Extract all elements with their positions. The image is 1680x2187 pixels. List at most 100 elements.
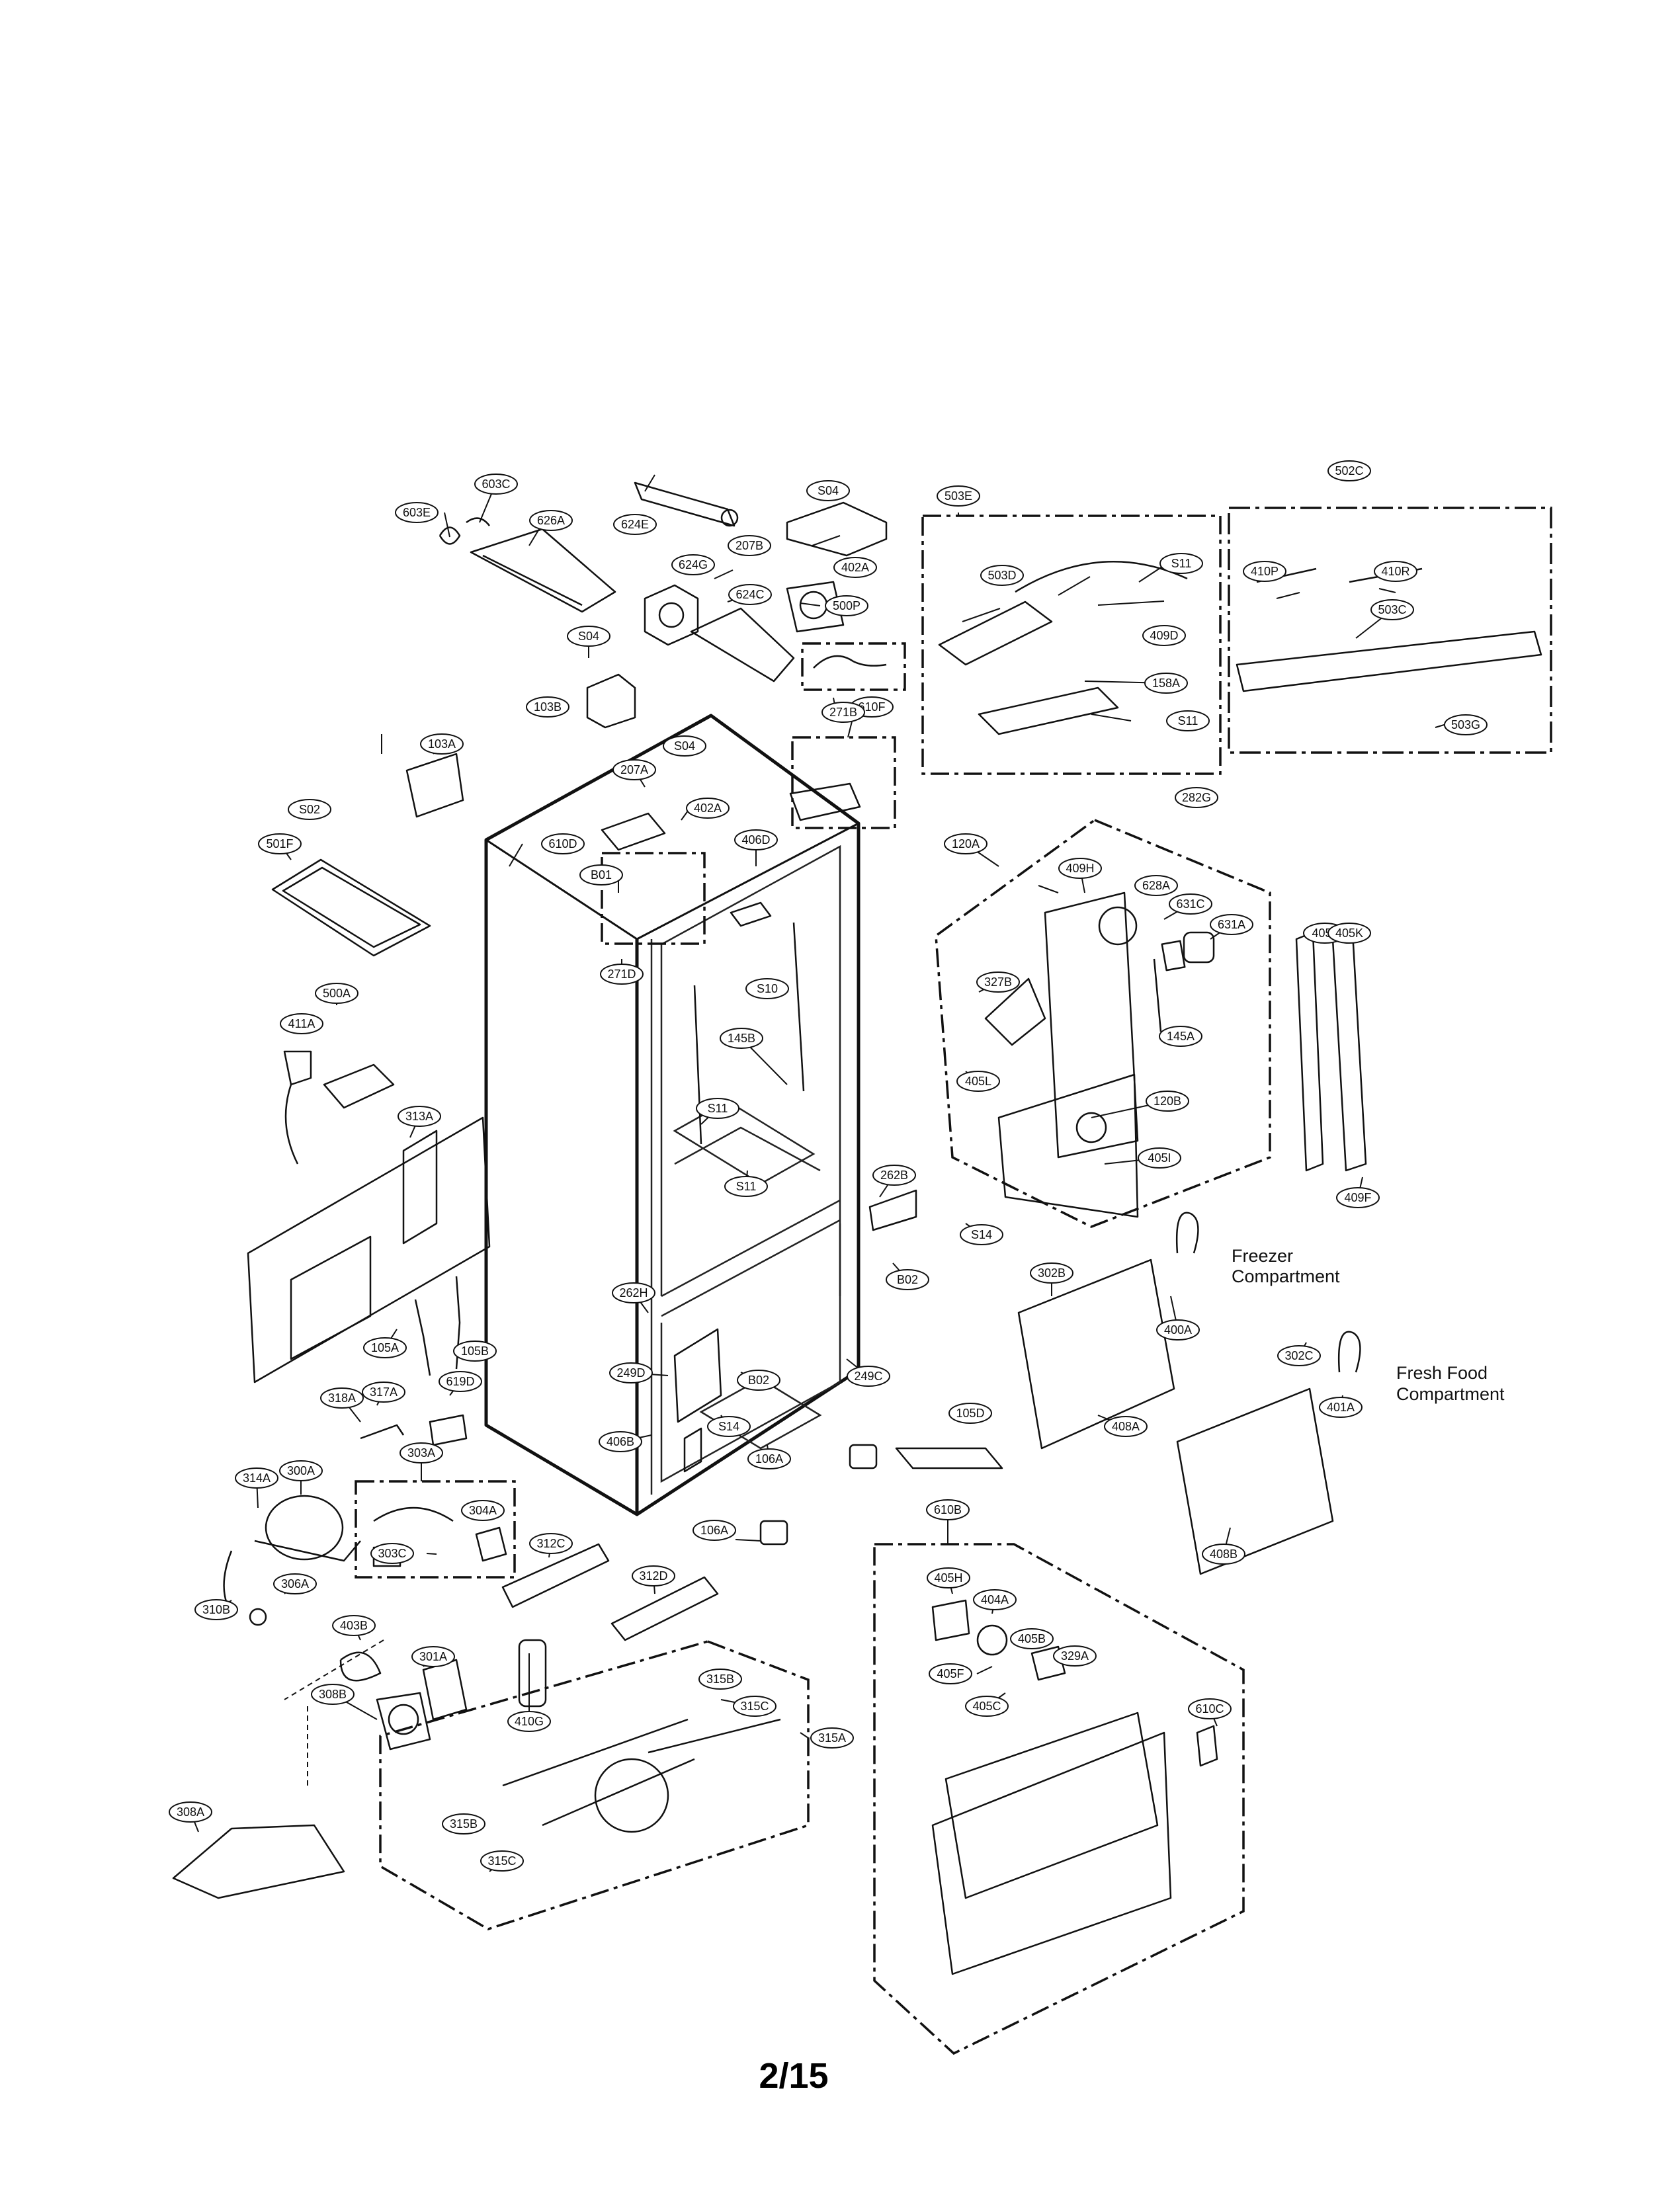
label-oval (320, 1387, 364, 1409)
label-oval (1138, 1147, 1181, 1169)
label-text: 308A (177, 1805, 204, 1819)
part-label-b01: B01 (579, 864, 623, 886)
label-oval (567, 626, 610, 647)
label-text: B01 (591, 868, 612, 882)
label-text: S10 (757, 982, 778, 995)
label-text: S02 (299, 803, 320, 816)
label-oval (737, 1370, 780, 1391)
label-text: 304A (469, 1504, 497, 1517)
label-oval (825, 595, 868, 616)
group-box-303A (355, 1480, 516, 1579)
label-oval (720, 1028, 763, 1049)
label-text: 249D (616, 1366, 645, 1380)
part-label-308b: 308B (311, 1684, 355, 1705)
label-oval (1188, 1698, 1232, 1719)
label-oval (395, 502, 439, 523)
part-label-406b: 406B (599, 1431, 642, 1452)
label-oval (280, 1013, 323, 1034)
label-text: 624G (679, 558, 708, 571)
part-label-503g: 503G (1444, 714, 1488, 735)
label-oval (363, 1337, 407, 1358)
label-text: 318A (328, 1391, 356, 1405)
part-label-610c: 610C (1188, 1698, 1232, 1719)
part-label-610b: 610B (926, 1499, 970, 1520)
label-text: 603C (482, 477, 510, 491)
label-text: 262B (880, 1169, 908, 1182)
part-label-619d: 619D (439, 1371, 482, 1392)
part-label-262b: 262B (872, 1165, 916, 1186)
label-text: 410R (1381, 565, 1409, 578)
label-text: 405K (1335, 927, 1363, 940)
label-oval (258, 833, 302, 854)
label-text: 105A (371, 1341, 399, 1354)
label-oval (671, 554, 715, 575)
label-oval (609, 1362, 653, 1383)
part-label-405k: 405K (1327, 923, 1371, 944)
label-oval (696, 1098, 739, 1119)
label-text: 406D (741, 833, 770, 846)
label-text: 500P (833, 599, 861, 612)
part-label-315a: 315A (810, 1727, 854, 1749)
label-oval (1166, 710, 1210, 731)
label-oval (612, 1282, 655, 1303)
part-label-408a: 408A (1104, 1416, 1148, 1437)
label-text: 105B (461, 1344, 489, 1358)
label-text: 402A (841, 561, 869, 574)
label-oval (411, 1646, 455, 1667)
label-text: 145A (1167, 1030, 1195, 1043)
label-oval (1277, 1345, 1321, 1366)
label-oval (1146, 1091, 1189, 1112)
compartment-captions: Freezer Compartment Fresh Food Compartme… (1232, 1246, 1505, 1404)
part-label-302b: 302B (1030, 1262, 1073, 1284)
label-oval (1053, 1645, 1097, 1667)
label-oval (507, 1711, 551, 1732)
label-text: 327B (984, 975, 1012, 989)
label-text: 271D (607, 968, 636, 981)
part-label-624c: 624C (728, 584, 772, 605)
group-box-502C (1228, 507, 1552, 754)
label-text: 603E (403, 506, 431, 519)
label-text: 315B (450, 1817, 478, 1831)
caption-fresh-food-compartment: Compartment (1396, 1384, 1505, 1404)
label-oval (612, 759, 656, 780)
label-text: 207A (620, 763, 648, 776)
group-box-120A (935, 819, 1271, 1228)
part-label-403b: 403B (332, 1615, 376, 1636)
label-oval (453, 1341, 497, 1362)
label-oval (1159, 1026, 1202, 1047)
group-box-610F (801, 642, 906, 691)
label-text: 405B (1018, 1632, 1046, 1645)
part-label-603c: 603C (474, 474, 518, 495)
label-oval (698, 1669, 742, 1690)
part-label-103a: 103A (420, 733, 464, 755)
label-oval (707, 1416, 751, 1437)
label-text: 405L (965, 1075, 991, 1088)
label-text: B02 (748, 1374, 769, 1387)
label-text: 312D (639, 1569, 667, 1583)
label-oval (362, 1382, 405, 1403)
label-oval (529, 510, 573, 531)
label-oval (1210, 914, 1253, 935)
part-label-s11: S11 (724, 1176, 768, 1197)
label-oval (693, 1520, 736, 1541)
label-oval (724, 1176, 768, 1197)
label-text: 501F (266, 837, 293, 850)
label-text: S11 (1171, 557, 1192, 570)
part-label-400a: 400A (1156, 1319, 1200, 1341)
part-label-411a: 411A (280, 1013, 323, 1034)
cabinet-drawing (484, 714, 861, 1516)
part-label-500p: 500P (825, 595, 868, 616)
label-text: 610B (934, 1503, 962, 1516)
part-label-628a: 628A (1134, 875, 1178, 896)
label-text: 410G (515, 1715, 544, 1728)
label-oval (279, 1460, 323, 1481)
label-oval (937, 485, 980, 507)
part-label-315b: 315B (442, 1813, 485, 1835)
part-label-271d: 271D (600, 964, 644, 985)
label-text: 408B (1210, 1547, 1238, 1561)
part-label-145a: 145A (1159, 1026, 1202, 1047)
label-text: 409D (1150, 629, 1178, 642)
label-text: S14 (718, 1420, 739, 1433)
label-oval (806, 480, 850, 501)
